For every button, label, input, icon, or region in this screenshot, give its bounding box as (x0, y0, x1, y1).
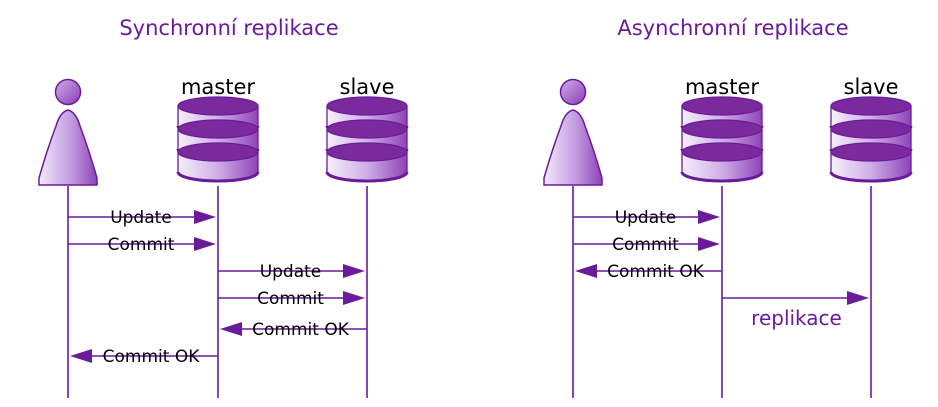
message-arrow: Update (68, 208, 216, 228)
database-icon (325, 96, 409, 183)
message-label: Commit OK (103, 347, 201, 367)
message-arrow: Commit (68, 235, 216, 255)
database-icon (829, 96, 913, 183)
message-label: Commit (257, 289, 324, 309)
master-label: master (181, 75, 255, 99)
message-arrow: Update (218, 262, 365, 282)
message-label: Update (260, 262, 322, 282)
message-label: Commit (108, 235, 175, 255)
message-label: Update (615, 208, 677, 228)
user-icon (543, 78, 603, 186)
user-icon (38, 78, 98, 186)
message-arrow: Commit OK (220, 320, 367, 340)
panel-title: Synchronní replikace (119, 16, 338, 40)
database-icon (176, 96, 260, 183)
message-arrow: Update (573, 208, 720, 228)
slave-label: slave (340, 75, 395, 99)
message-arrow: Commit (218, 289, 365, 309)
message-label: Commit OK (252, 320, 350, 340)
async-panel: Asynchronní replikace master slaveUpdateCo… (543, 16, 913, 398)
message-label: Commit OK (607, 262, 705, 282)
message-arrow: Commit (573, 235, 720, 255)
slave-label: slave (844, 75, 899, 99)
database-icon (680, 96, 764, 183)
message-label: replikace (751, 306, 842, 330)
message-arrow: Commit OK (70, 347, 218, 367)
message-label: Commit (612, 235, 679, 255)
message-label: Update (110, 208, 172, 228)
message-arrow: replikace (722, 291, 869, 330)
panel-title: Asynchronní replikace (617, 16, 848, 40)
master-label: master (685, 75, 759, 99)
message-arrow: Commit OK (575, 262, 722, 282)
